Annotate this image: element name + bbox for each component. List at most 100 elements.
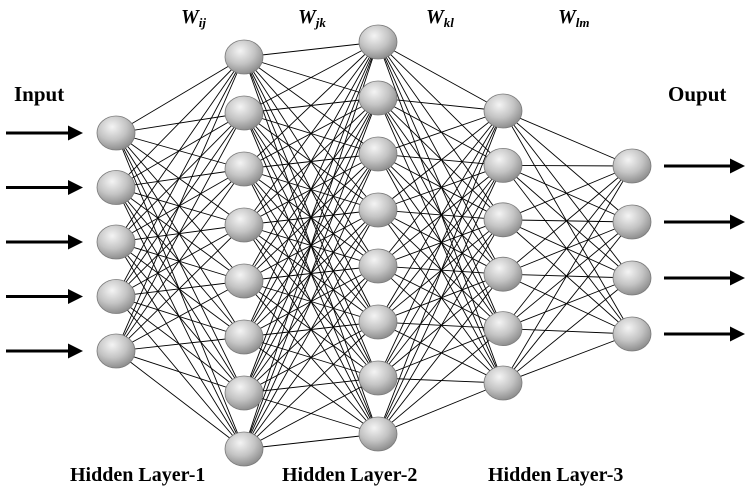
hidden-layer-1-node-5 xyxy=(224,263,264,299)
edge-input-layer-0-to-hidden-layer-1-6 xyxy=(115,132,245,394)
edge-hidden-layer-2-4-to-hidden-layer-3-4 xyxy=(377,265,504,330)
input-layer-node-5 xyxy=(96,333,136,369)
edge-input-layer-1-to-hidden-layer-1-5 xyxy=(115,187,245,338)
edge-hidden-layer-2-3-to-hidden-layer-3-2 xyxy=(377,209,504,221)
edge-hidden-layer-3-0-to-output-layer-1 xyxy=(502,110,633,223)
edge-input-layer-4-to-hidden-layer-1-4 xyxy=(115,280,245,352)
edge-hidden-layer-3-4-to-output-layer-3 xyxy=(502,328,633,335)
edge-hidden-layer-2-3-to-hidden-layer-3-1 xyxy=(377,164,504,211)
hidden-layer-1-node-2 xyxy=(224,95,264,131)
output-layer-node-1 xyxy=(612,148,652,184)
edge-hidden-layer-2-5-to-hidden-layer-3-0 xyxy=(377,110,504,323)
weight-label-kl: Wkl xyxy=(426,6,454,30)
edge-input-layer-3-to-hidden-layer-1-5 xyxy=(115,296,245,338)
edge-hidden-layer-2-6-to-hidden-layer-3-0 xyxy=(377,110,504,379)
edge-hidden-layer-2-7-to-hidden-layer-3-5 xyxy=(377,382,504,435)
edge-hidden-layer-3-4-to-output-layer-0 xyxy=(502,165,633,329)
hidden-layer-1-node-3 xyxy=(224,151,264,187)
edge-hidden-layer-3-1-to-output-layer-1 xyxy=(502,164,633,223)
edge-hidden-layer-1-5-to-hidden-layer-2-0 xyxy=(243,41,379,338)
edge-hidden-layer-2-7-to-hidden-layer-3-4 xyxy=(377,328,504,435)
hidden-layer-2-node-6 xyxy=(358,304,398,340)
edge-input-layer-4-to-hidden-layer-1-2 xyxy=(115,168,245,352)
edge-hidden-layer-2-2-to-hidden-layer-3-4 xyxy=(377,153,504,329)
hidden-layer-3-node-2 xyxy=(483,147,523,183)
edge-hidden-layer-1-7-to-hidden-layer-2-4 xyxy=(243,265,379,450)
hidden-layer-3-node-1 xyxy=(483,93,523,129)
edge-hidden-layer-2-0-to-hidden-layer-3-4 xyxy=(377,41,504,329)
hidden-layer-2-node-4 xyxy=(358,192,398,228)
edge-input-layer-0-to-hidden-layer-1-5 xyxy=(115,132,245,338)
edge-hidden-layer-3-3-to-output-layer-1 xyxy=(502,221,633,275)
edge-input-layer-3-to-hidden-layer-1-6 xyxy=(115,296,245,394)
edge-input-layer-4-to-hidden-layer-1-0 xyxy=(115,56,245,352)
edge-hidden-layer-1-3-to-hidden-layer-2-0 xyxy=(243,41,379,226)
edge-hidden-layer-1-7-to-hidden-layer-2-6 xyxy=(243,377,379,450)
edge-input-layer-4-to-hidden-layer-1-1 xyxy=(115,112,245,352)
connections xyxy=(115,41,633,450)
hidden-layer-3-node-5 xyxy=(483,311,523,347)
input-layer-node-4 xyxy=(96,279,136,314)
hidden-layer-1-node-6 xyxy=(224,319,264,355)
edge-hidden-layer-3-0-to-output-layer-2 xyxy=(502,110,633,279)
edge-hidden-layer-2-2-to-hidden-layer-3-5 xyxy=(377,153,504,384)
edge-input-layer-2-to-hidden-layer-1-0 xyxy=(115,56,245,243)
weight-label-ij: Wij xyxy=(181,6,207,30)
edge-input-layer-1-to-hidden-layer-1-4 xyxy=(115,187,245,282)
edge-hidden-layer-2-7-to-hidden-layer-3-3 xyxy=(377,273,504,435)
edge-hidden-layer-2-2-to-hidden-layer-3-2 xyxy=(377,153,504,221)
edge-hidden-layer-3-2-to-output-layer-2 xyxy=(502,219,633,279)
edge-hidden-layer-2-3-to-hidden-layer-3-3 xyxy=(377,209,504,275)
edge-hidden-layer-3-0-to-output-layer-0 xyxy=(502,110,633,167)
hidden-layer-1-node-1 xyxy=(224,39,264,75)
hidden-layer-1-label: Hidden Layer-1 xyxy=(70,464,206,486)
edge-input-layer-1-to-hidden-layer-1-0 xyxy=(115,56,245,188)
edge-hidden-layer-2-4-to-hidden-layer-3-5 xyxy=(377,265,504,384)
edge-input-layer-2-to-hidden-layer-1-7 xyxy=(115,241,245,450)
hidden-layer-3-label: Hidden Layer-3 xyxy=(488,464,624,486)
edge-hidden-layer-2-0-to-hidden-layer-3-1 xyxy=(377,41,504,166)
edge-hidden-layer-2-7-to-hidden-layer-3-1 xyxy=(377,165,504,435)
edge-hidden-layer-3-2-to-output-layer-1 xyxy=(502,219,633,223)
edge-hidden-layer-3-4-to-output-layer-2 xyxy=(502,277,633,330)
edge-input-layer-4-to-hidden-layer-1-5 xyxy=(115,336,245,352)
edge-hidden-layer-3-3-to-output-layer-0 xyxy=(502,165,633,275)
edge-hidden-layer-2-1-to-hidden-layer-3-0 xyxy=(377,97,504,112)
hidden-layer-2-node-7 xyxy=(358,360,398,396)
edge-hidden-layer-1-6-to-hidden-layer-2-0 xyxy=(243,41,379,394)
hidden-layer-2-node-1 xyxy=(358,24,398,60)
edge-hidden-layer-1-4-to-hidden-layer-2-0 xyxy=(243,41,379,282)
edge-hidden-layer-2-2-to-hidden-layer-3-1 xyxy=(377,153,504,166)
edge-hidden-layer-2-1-to-hidden-layer-3-2 xyxy=(377,97,504,221)
edge-hidden-layer-2-3-to-hidden-layer-3-0 xyxy=(377,110,504,211)
hidden-layer-2-node-2 xyxy=(358,80,398,116)
edge-hidden-layer-2-3-to-hidden-layer-3-4 xyxy=(377,209,504,329)
hidden-layer-1-node-8 xyxy=(224,431,264,467)
edge-hidden-layer-2-4-to-hidden-layer-3-2 xyxy=(377,219,504,267)
edge-input-layer-0-to-hidden-layer-1-1 xyxy=(115,112,245,134)
hidden-layer-1-node-7 xyxy=(224,375,264,411)
edge-hidden-layer-2-0-to-hidden-layer-3-3 xyxy=(377,41,504,275)
io-arrows xyxy=(6,125,745,359)
edge-hidden-layer-1-2-to-hidden-layer-2-0 xyxy=(243,41,379,170)
edge-hidden-layer-3-3-to-output-layer-2 xyxy=(502,273,633,279)
input-layer-node-2 xyxy=(96,170,136,205)
hidden-layer-1-node-4 xyxy=(224,207,264,243)
edge-hidden-layer-3-2-to-output-layer-0 xyxy=(502,165,633,221)
edge-input-layer-0-to-hidden-layer-1-4 xyxy=(115,132,245,282)
edge-input-layer-3-to-hidden-layer-1-7 xyxy=(115,296,245,450)
edge-hidden-layer-2-6-to-hidden-layer-3-5 xyxy=(377,377,504,384)
edge-hidden-layer-3-3-to-output-layer-3 xyxy=(502,273,633,335)
edge-hidden-layer-3-1-to-output-layer-0 xyxy=(502,164,633,167)
edge-input-layer-1-to-hidden-layer-1-6 xyxy=(115,187,245,394)
edge-input-layer-1-to-hidden-layer-1-2 xyxy=(115,168,245,188)
hidden-layer-3-node-6 xyxy=(483,365,523,401)
edge-hidden-layer-1-7-to-hidden-layer-2-2 xyxy=(243,153,379,450)
edge-input-layer-3-to-hidden-layer-1-0 xyxy=(115,56,245,297)
output-layer-node-3 xyxy=(612,260,652,296)
edge-hidden-layer-2-2-to-hidden-layer-3-3 xyxy=(377,153,504,275)
edge-hidden-layer-2-5-to-hidden-layer-3-3 xyxy=(377,273,504,323)
edge-hidden-layer-1-7-to-hidden-layer-2-7 xyxy=(243,433,379,450)
edge-hidden-layer-3-5-to-output-layer-1 xyxy=(502,221,633,384)
